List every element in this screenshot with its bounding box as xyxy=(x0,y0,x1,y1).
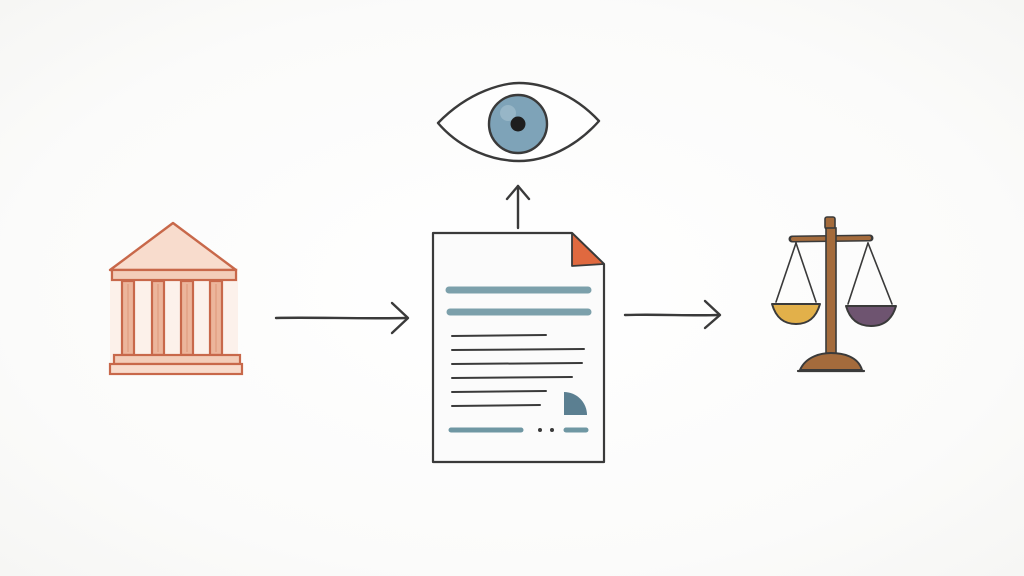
eye-pupil xyxy=(510,116,526,132)
scales-left-pan xyxy=(771,303,821,325)
courthouse-flutes xyxy=(127,284,217,352)
scales-right-chains xyxy=(847,242,893,305)
courthouse-beam xyxy=(110,268,238,282)
document-text-lines xyxy=(451,334,585,407)
arrow-courthouse-to-document xyxy=(274,301,410,335)
scales-post xyxy=(825,227,837,359)
arrow-document-to-eye xyxy=(505,184,531,230)
courthouse-roof xyxy=(108,221,238,272)
courthouse-icon xyxy=(108,221,244,376)
courthouse-columns xyxy=(120,279,224,357)
scales-left-chains xyxy=(775,242,817,303)
eye-icon xyxy=(436,81,601,163)
scales-right-pan xyxy=(845,305,897,327)
eye-highlight xyxy=(500,105,516,121)
document-corner-fold xyxy=(571,232,605,267)
document-pie-chart xyxy=(564,392,587,415)
arrow-document-to-scales xyxy=(623,299,722,330)
document-dot-2 xyxy=(550,428,554,432)
document-dot-1 xyxy=(538,428,542,432)
courthouse-step-top xyxy=(112,353,242,366)
courthouse-step-bottom xyxy=(108,362,244,376)
document-icon xyxy=(431,231,606,464)
scales-base xyxy=(799,352,863,371)
scales-of-justice-icon xyxy=(771,216,897,373)
